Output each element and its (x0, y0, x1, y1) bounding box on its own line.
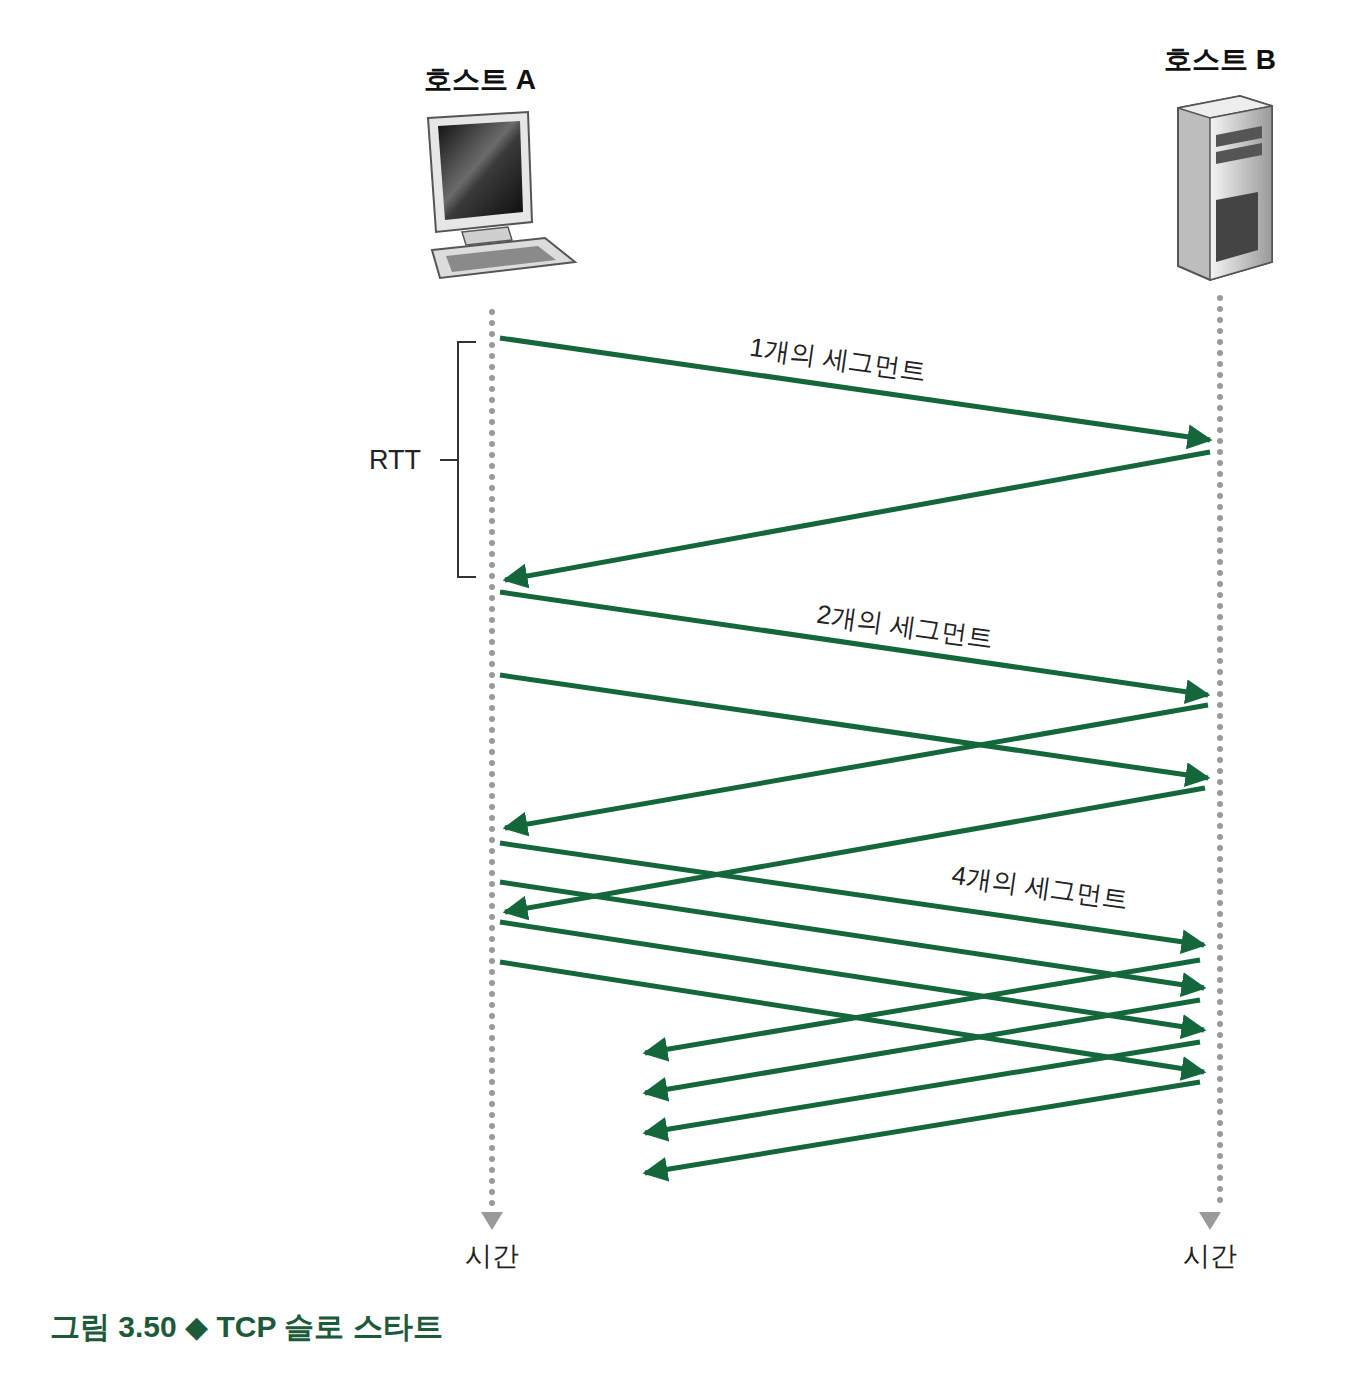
segment-arrows (500, 338, 1210, 1173)
timeline-arrowhead (481, 1212, 503, 1230)
server-icon (1178, 96, 1272, 280)
segment-arrow (500, 675, 1208, 778)
figure-caption: 그림 3.50 ◆ TCP 슬로 스타트 (46, 1310, 447, 1345)
segment-count: 1개의 세그먼트 (744, 332, 932, 387)
segment-count: 2개의 세그먼트 (811, 599, 999, 654)
host: 호스트 B (1158, 39, 1282, 81)
segment-arrow (500, 592, 1208, 695)
segment-arrow (645, 960, 1200, 1053)
segment-count: 4개의 세그먼트 (946, 860, 1134, 915)
segment-arrow (500, 843, 1204, 945)
segment-arrow (645, 1042, 1200, 1133)
host-label: 호스트 A (424, 61, 536, 99)
time-axis-label: 시간 (1179, 1241, 1241, 1272)
timeline (1217, 298, 1223, 1206)
segment-arrow (505, 705, 1208, 828)
computer-icon (428, 112, 575, 278)
interval-label: RTT (365, 445, 425, 476)
host: 호스트 A (418, 59, 542, 101)
segment-arrow (645, 1000, 1200, 1093)
segment-arrow (505, 452, 1210, 580)
host-label: 호스트 B (1164, 41, 1276, 79)
rtt-bracket (440, 342, 476, 577)
timeline (489, 312, 495, 1206)
timeline-arrowhead (1199, 1212, 1221, 1230)
segment-arrow (645, 1082, 1200, 1173)
time-axis-label: 시간 (461, 1241, 523, 1272)
